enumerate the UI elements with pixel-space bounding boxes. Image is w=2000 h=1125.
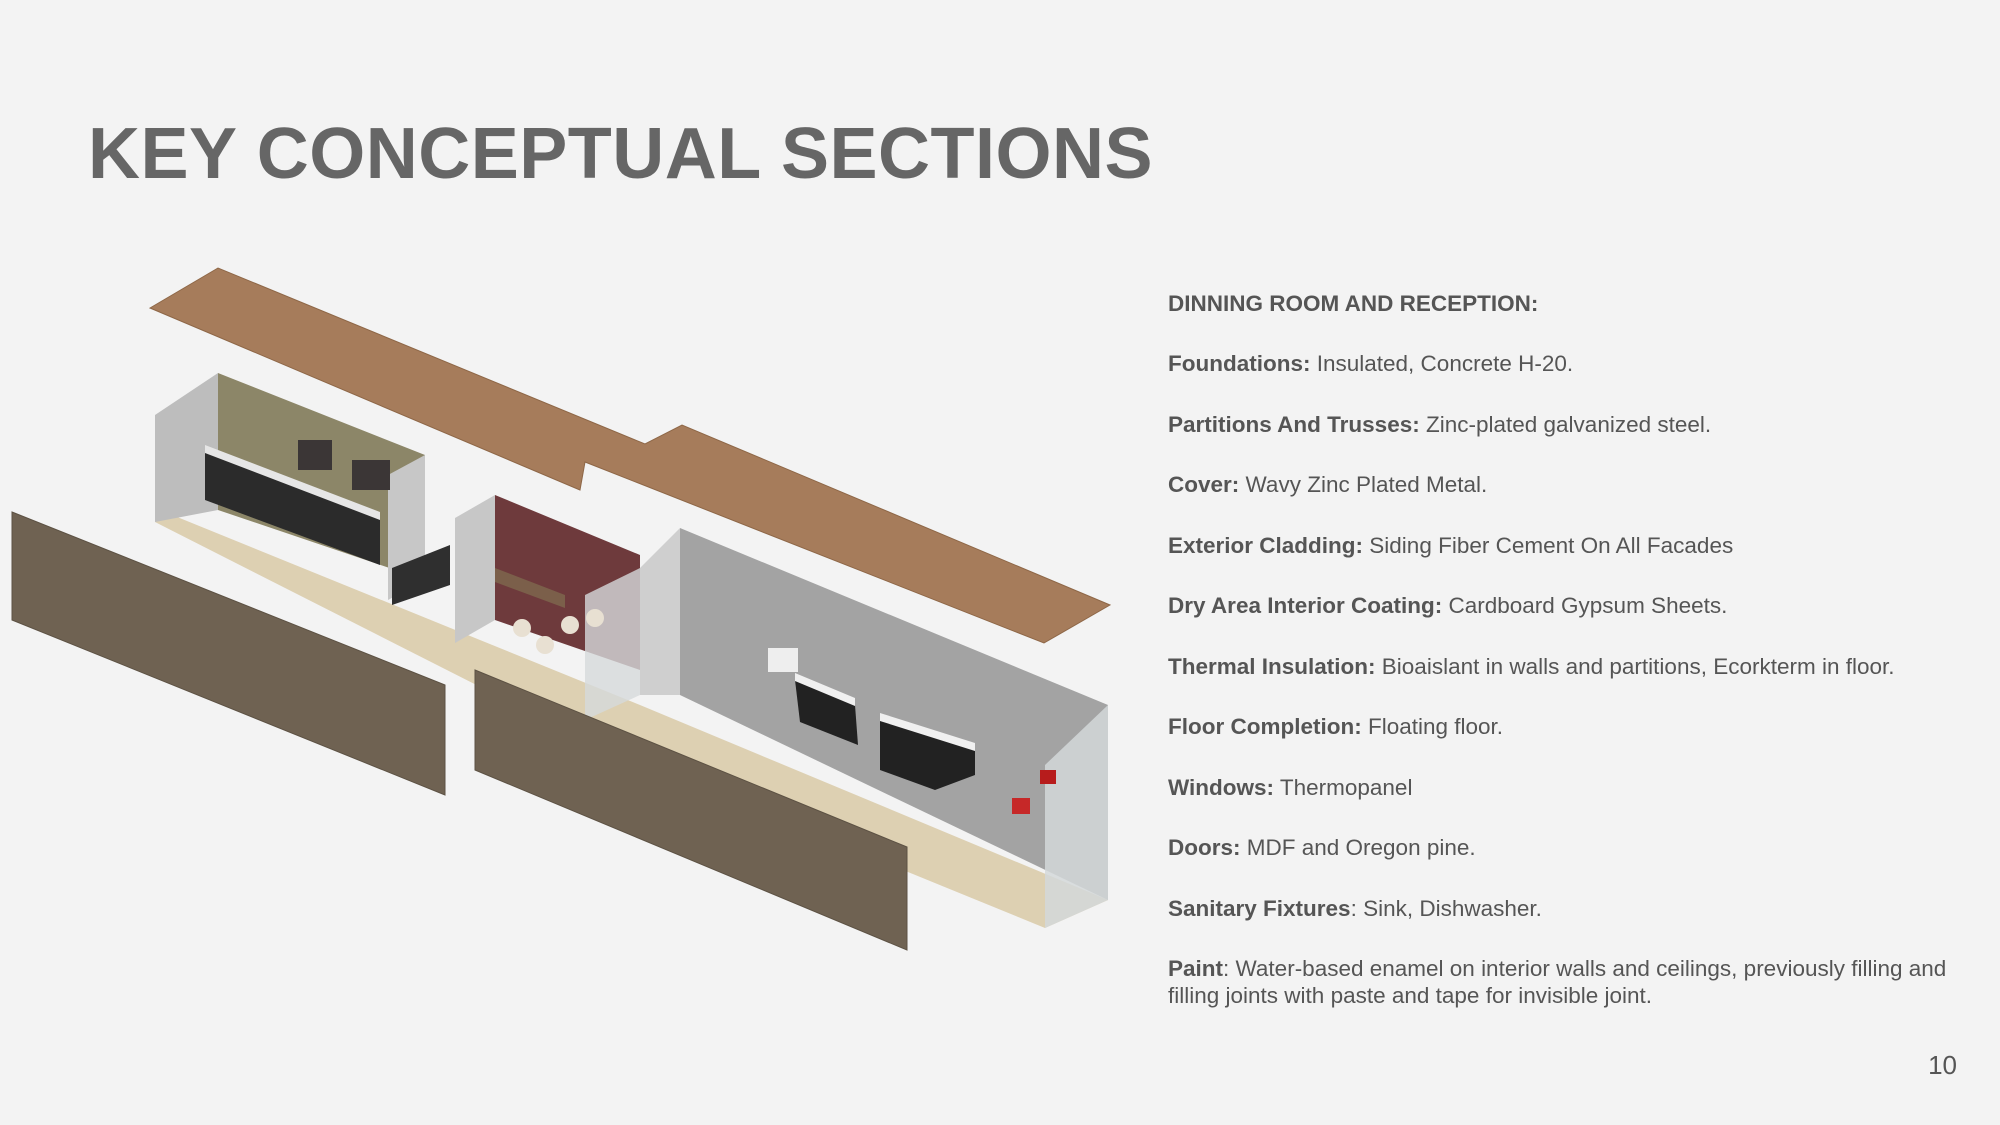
upper-cabinet-1 [298, 440, 332, 470]
spec-exterior-cladding: Exterior Cladding: Siding Fiber Cement O… [1168, 532, 2000, 560]
kitchen-countertop [205, 445, 380, 520]
spec-label: Dry Area Interior Coating: [1168, 593, 1443, 618]
glass-door-right [1045, 705, 1108, 928]
slide-title: KEY CONCEPTUAL SECTIONS [88, 114, 1153, 194]
spec-floor-completion: Floor Completion: Floating floor. [1168, 713, 2000, 741]
kitchen-island [392, 545, 450, 605]
spec-value: Siding Fiber Cement On All Facades [1363, 532, 1734, 558]
reception-back-wall [680, 528, 1108, 900]
spec-label: Windows: [1168, 774, 1275, 800]
dining-table [495, 568, 565, 608]
spec-partitions-trusses: Partitions And Trusses: Zinc-plated galv… [1168, 411, 2000, 439]
exterior-wall-panel-left [11, 511, 446, 796]
kitchen-counter [205, 450, 380, 565]
spec-value: Zinc-plated galvanized steel. [1419, 411, 1712, 437]
reception-counter-1 [795, 680, 858, 745]
red-chair-2 [1040, 770, 1056, 784]
spec-paint: Paint: Water-based enamel on interior wa… [1168, 955, 2000, 1009]
upper-cabinet-2 [352, 460, 390, 490]
spec-sanitary-fixtures: Sanitary Fixtures: Sink, Dishwasher. [1168, 895, 2000, 923]
page-number: 10 [1928, 1050, 1957, 1080]
spec-value: Insulated, Concrete H-20. [1310, 351, 1574, 376]
isometric-section-drawing [11, 267, 1112, 951]
exterior-wall-panel-right [474, 669, 908, 951]
floor-slab [155, 508, 1108, 928]
spec-label: Thermal Insulation: [1168, 653, 1376, 679]
spec-value: : Sink, Dishwasher. [1350, 895, 1542, 921]
stool-3 [561, 616, 579, 634]
spec-label: Foundations: [1168, 351, 1311, 376]
glass-partition-1 [585, 568, 640, 720]
section-heading: DINNING ROOM AND RECEPTION: [1168, 291, 1539, 316]
spec-cover: Cover: Wavy Zinc Plated Metal. [1168, 471, 2000, 499]
spec-windows: Windows: Thermopanel [1168, 774, 2000, 802]
spec-value: Thermopanel [1274, 774, 1413, 800]
spec-dry-area-coating: Dry Area Interior Coating: Cardboard Gyp… [1168, 592, 2000, 620]
spec-foundations: Foundations: Insulated, Concrete H-20. [1168, 350, 2000, 378]
stool-4 [586, 609, 604, 627]
reception-counter-2 [880, 720, 975, 790]
specifications-panel: DINNING ROOM AND RECEPTION: Foundations:… [1168, 290, 2000, 1042]
spec-label: Floor Completion: [1168, 714, 1362, 739]
spec-label: Sanitary Fixtures [1168, 895, 1351, 921]
spec-label: Cover: [1168, 472, 1240, 497]
kitchen-side-wall [155, 373, 218, 522]
spec-label: Paint [1168, 956, 1224, 981]
stool-2 [536, 636, 554, 654]
reception-counter-2-top [880, 713, 975, 751]
spec-label: Exterior Cladding: [1168, 532, 1364, 558]
spec-value: MDF and Oregon pine. [1240, 835, 1476, 860]
reception-shelf [768, 648, 798, 672]
glass-partition-2 [640, 528, 680, 695]
stool-1 [513, 619, 531, 637]
spec-value: Floating floor. [1361, 714, 1504, 739]
spec-label: Doors: [1168, 835, 1241, 860]
spec-value: Cardboard Gypsum Sheets. [1442, 593, 1728, 618]
spec-label: Partitions And Trusses: [1168, 411, 1420, 437]
spec-thermal-insulation: Thermal Insulation: Bioaislant in walls … [1168, 653, 2000, 681]
red-chair-1 [1012, 798, 1030, 814]
roof-panel [148, 267, 1112, 644]
reception-counter-1-top [795, 673, 855, 706]
spec-doors: Doors: MDF and Oregon pine. [1168, 834, 2000, 862]
spec-value: Wavy Zinc Plated Metal. [1239, 472, 1488, 497]
partition-wall-2 [455, 495, 495, 643]
spec-value: : Water-based enamel on interior walls a… [1168, 956, 1947, 1008]
spec-value: Bioaislant in walls and partitions, Ecor… [1375, 653, 1895, 679]
